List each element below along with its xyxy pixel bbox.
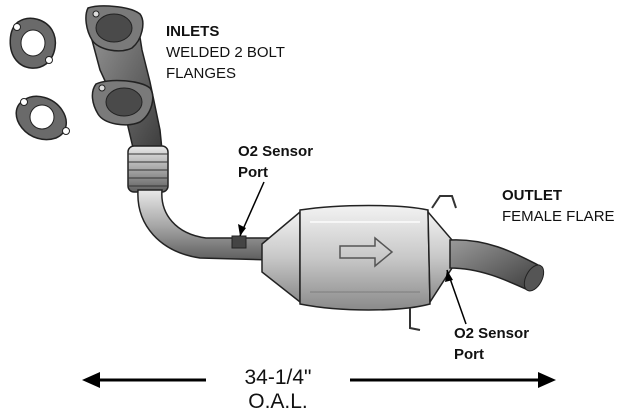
oal-right-arrow [350, 372, 556, 388]
flex-pipe [127, 145, 169, 193]
outlet-title: OUTLET [502, 187, 562, 204]
inlets-title: INLETS [166, 23, 220, 40]
o2-sensor-upper-line1: O2 Sensor [238, 143, 314, 160]
inlets-line1: WELDED 2 BOLT [166, 44, 285, 61]
o2-sensor-lower-line1: O2 Sensor [454, 325, 530, 342]
inlet-pipe [137, 189, 273, 261]
gasket-upper [9, 17, 57, 69]
oal-left-arrow [82, 372, 206, 388]
oal-caption: O.A.L. [248, 390, 308, 413]
gasket-lower [15, 95, 70, 141]
o2-sensor-lower-line2: Port [454, 346, 484, 363]
oal-length: 34-1/4" [244, 366, 312, 389]
o2-sensor-lower-arrow [445, 269, 467, 325]
o2-sensor-upper-line2: Port [238, 164, 268, 181]
inlets-line2: FLANGES [166, 65, 237, 82]
outlet-pipe [449, 239, 545, 292]
outlet-line1: FEMALE FLARE [502, 208, 615, 225]
inlet-manifold [85, 5, 163, 153]
o2-sensor-upper-arrow [238, 181, 265, 237]
converter-body [261, 195, 457, 331]
